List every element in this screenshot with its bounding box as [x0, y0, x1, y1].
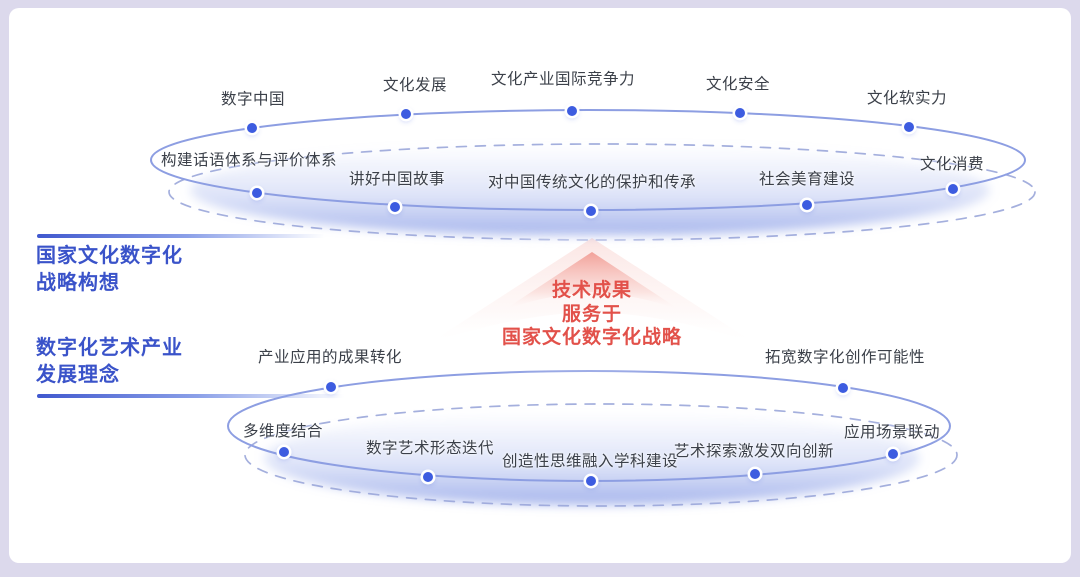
- node-label: 拓宽数字化创作可能性: [764, 349, 926, 366]
- node-label: 文化产业国际竞争力: [490, 71, 636, 88]
- node-label: 文化消费: [919, 156, 985, 173]
- top-title-line1: 国家文化数字化: [36, 245, 183, 267]
- node-dot: [279, 447, 289, 457]
- node-dot: [326, 382, 336, 392]
- node-dot: [252, 188, 262, 198]
- node-label: 社会美育建设: [758, 171, 856, 188]
- bottom-section-title: 数字化艺术产业 发展理念: [36, 335, 183, 389]
- node-dot: [888, 449, 898, 459]
- node-label: 创造性思维融入学科建设: [501, 453, 679, 470]
- node-label: 对中国传统文化的保护和传承: [487, 174, 697, 191]
- node-label: 应用场景联动: [843, 424, 941, 441]
- node-dot: [586, 476, 596, 486]
- node-label: 产业应用的成果转化: [257, 349, 403, 366]
- node-label: 艺术探索激发双向创新: [673, 443, 835, 460]
- node-label: 数字艺术形态迭代: [365, 440, 495, 457]
- node-label: 讲好中国故事: [348, 171, 446, 188]
- bottom-disk-dashed-ellipse: [244, 403, 958, 507]
- node-label: 数字中国: [220, 91, 286, 108]
- node-dot: [948, 184, 958, 194]
- node-dot: [750, 469, 760, 479]
- up-arrow-icon: [504, 252, 680, 310]
- center-message-line1: 技术成果: [551, 280, 633, 301]
- center-message-line2: 服务于: [561, 303, 623, 325]
- top-disk: [150, 109, 1036, 241]
- center-message: 技术成果 服务于 国家文化数字化战略: [502, 279, 682, 350]
- node-label: 构建话语体系与评价体系: [160, 152, 338, 169]
- node-dot: [401, 109, 411, 119]
- top-title-line2: 战略构想: [36, 272, 120, 294]
- node-dot: [423, 472, 433, 482]
- node-label: 文化发展: [382, 77, 448, 94]
- node-label: 多维度结合: [242, 423, 324, 440]
- node-dot: [802, 200, 812, 210]
- top-section-title: 国家文化数字化 战略构想: [36, 243, 183, 297]
- node-dot: [247, 123, 257, 133]
- node-dot: [567, 106, 577, 116]
- node-label: 文化软实力: [866, 90, 948, 107]
- node-dot: [904, 122, 914, 132]
- top-disk-dashed-ellipse: [168, 143, 1036, 241]
- center-message-line3: 国家文化数字化战略: [501, 327, 683, 348]
- bottom-title-line1: 数字化艺术产业: [36, 337, 183, 359]
- node-label: 文化安全: [705, 76, 771, 93]
- bottom-title-rule: [37, 394, 357, 398]
- bottom-title-line2: 发展理念: [36, 364, 120, 386]
- node-dot: [838, 383, 848, 393]
- node-dot: [586, 206, 596, 216]
- top-title-rule: [37, 234, 337, 238]
- node-dot: [735, 108, 745, 118]
- node-dot: [390, 202, 400, 212]
- top-disk-fill: [190, 144, 990, 236]
